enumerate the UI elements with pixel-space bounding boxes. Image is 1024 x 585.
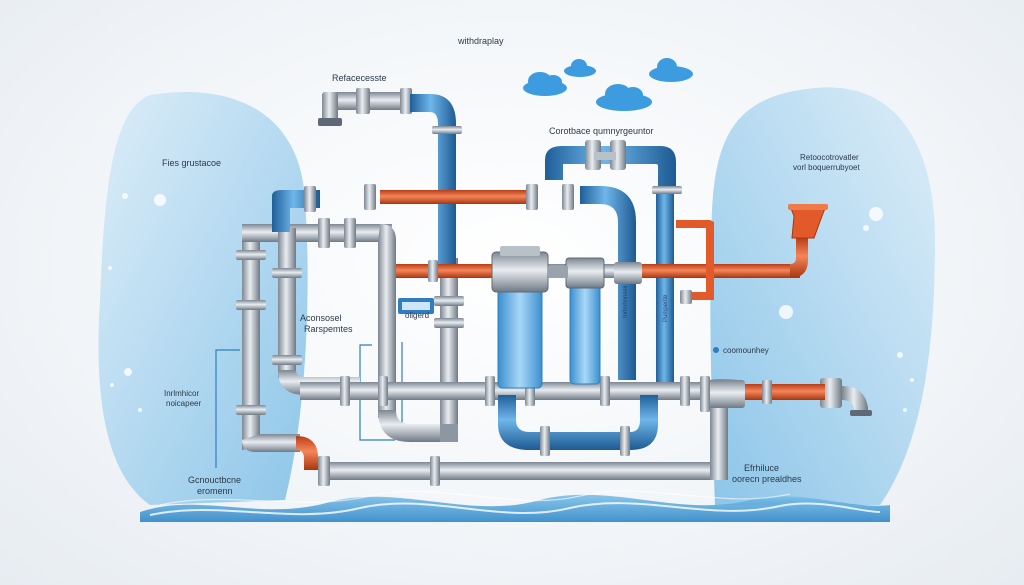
water-blob-right [710,87,935,506]
label-right-mid: coomounhey [723,346,769,355]
label-left-mid: Fies grustacoe [162,158,222,168]
cloud-icon [523,58,693,111]
label-bottom-left-1: Gcnouctbcne [188,475,242,485]
label-top: withdraplay [458,36,504,46]
bubbles [108,193,914,412]
filter-manifold [491,246,642,293]
vertical-label-2: Pumperite [663,294,669,322]
label-center-top: Corotbace qumnyrgeuntor [549,126,654,136]
label-center-small: oligerd [405,311,430,320]
blue-pipes [272,94,682,456]
label-left-device-1: Aconsosel [300,313,342,323]
label-left-device-2: Rarspemtes [304,324,353,334]
label-left-small-1: Inrlmhicor [164,389,200,398]
label-right-top-2: vorl boquerrubyoet [793,163,860,172]
label-bottom-left-2: eromenn [197,486,233,496]
label-bottom-right-2: oorecn prealdhes [732,474,802,484]
label-pipe-top-left: Refacecesste [332,73,387,83]
label-bottom-right-1: Efrhiluce [744,463,780,473]
water-waves [140,490,890,522]
label-left-small-2: noicapeer [166,399,202,408]
orange-pipes [296,184,828,470]
marker-icon [713,347,719,353]
vertical-label-1: Inrlmhonseir [623,285,629,318]
label-right-top-1: Retoocotrovatler [800,153,859,162]
